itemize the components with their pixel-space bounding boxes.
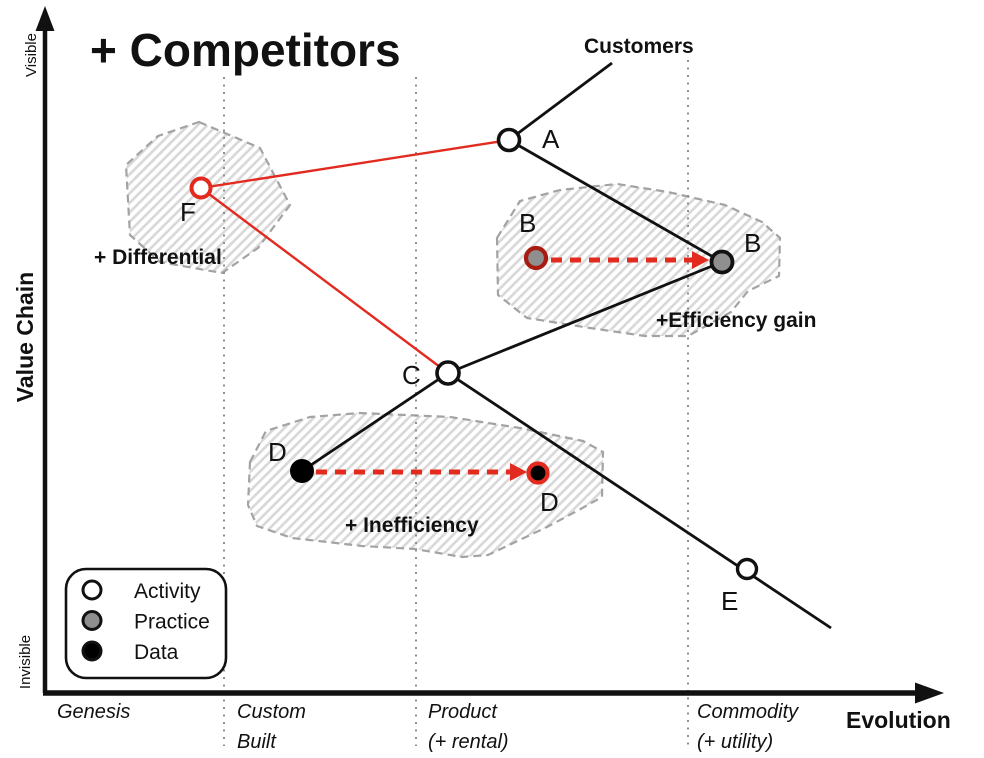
- node-F-icon: [189, 176, 213, 200]
- differential-annotation: + Differential: [94, 246, 222, 269]
- y-axis: [35, 6, 55, 693]
- node-label-A: A: [542, 124, 560, 154]
- legend-swatch-data-icon: [81, 640, 103, 662]
- edge-1: [508, 138, 723, 264]
- legend-box: [64, 567, 228, 680]
- node-D-moved-icon: [526, 461, 550, 485]
- movement-arrowhead-icon-1: [510, 463, 527, 481]
- node-A-icon: [496, 127, 522, 153]
- inefficiency-annotation: + Inefficiency: [345, 514, 479, 537]
- map-nodes: [189, 127, 759, 581]
- y-axis-visible-label: Visible: [23, 33, 40, 77]
- node-B-prior-icon: [523, 245, 549, 271]
- node-label-D: D: [268, 437, 287, 467]
- x-axis: [43, 682, 944, 704]
- node-label-B-prior: B: [519, 208, 536, 238]
- legend-label-data: Data: [134, 641, 179, 664]
- legend-swatch-activity-icon: [81, 579, 103, 601]
- x-axis-stage-3: Commodity(+ utility): [697, 701, 799, 753]
- node-label-D-moved: D: [540, 487, 559, 517]
- movement-arrowhead-icon-0: [692, 251, 709, 269]
- y-axis-arrowhead-icon: [35, 6, 55, 31]
- efficiency-gain-annotation: +Efficiency gain: [656, 309, 816, 332]
- edge-3: [301, 371, 449, 473]
- node-B-icon: [709, 249, 735, 275]
- node-labels: A B B C D D E F: [180, 124, 761, 616]
- y-axis-invisible-label: Invisible: [17, 635, 34, 689]
- node-E-icon: [735, 557, 759, 581]
- node-label-C: C: [402, 360, 421, 390]
- node-label-F: F: [180, 197, 196, 227]
- edge-2: [447, 260, 723, 375]
- x-axis-arrowhead-icon: [915, 682, 944, 704]
- node-label-E: E: [721, 586, 738, 616]
- legend-swatch-practice-icon: [81, 610, 103, 631]
- node-D-icon: [290, 459, 314, 483]
- x-axis-title: Evolution: [846, 707, 951, 733]
- edge-6: [200, 187, 449, 374]
- x-axis-stage-0: Genesis: [57, 701, 130, 723]
- y-axis-title: Value Chain: [12, 272, 38, 402]
- legend-label-practice: Practice: [134, 611, 210, 634]
- node-C-icon: [435, 360, 461, 386]
- movement-arrows: [316, 251, 709, 481]
- node-label-B: B: [744, 228, 761, 258]
- customers-label: Customers: [584, 35, 694, 58]
- evolution-gridlines: [223, 60, 689, 746]
- edge-5: [200, 138, 510, 190]
- edge-4: [447, 371, 832, 630]
- legend-label-activity: Activity: [134, 580, 201, 603]
- edge-0: [508, 61, 613, 142]
- page-title: + Competitors: [90, 24, 401, 76]
- x-axis-stage-2: Product(+ rental): [428, 701, 509, 753]
- value-chain-links: [200, 61, 832, 630]
